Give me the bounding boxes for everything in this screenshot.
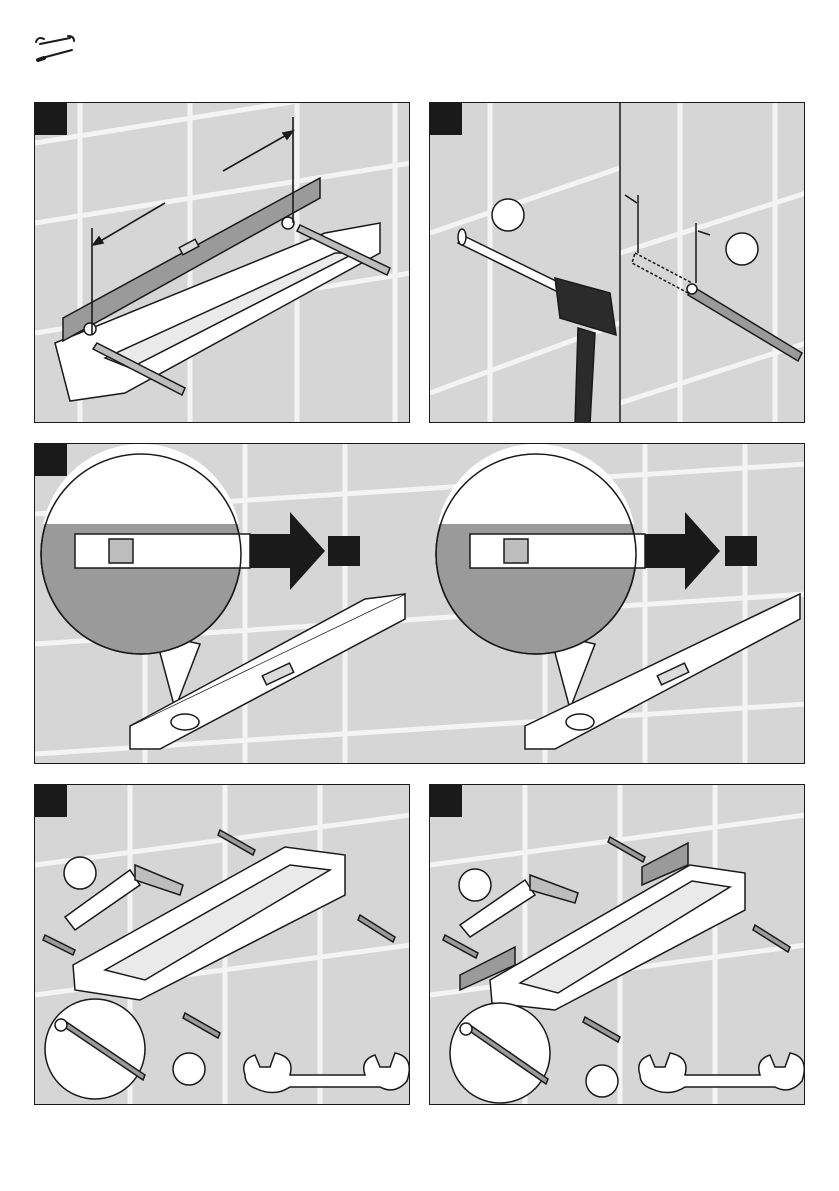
- wrench-screwdriver-icon: [34, 34, 78, 68]
- panel-4-drawing: [35, 785, 410, 1105]
- panel-5: [429, 784, 805, 1105]
- magnifier-callout-icon: [436, 444, 645, 709]
- panel-4: [34, 784, 410, 1105]
- step-badge: [35, 444, 67, 476]
- arrow-right-icon-2: [645, 512, 757, 590]
- magnifier-callout-icon: [450, 1003, 550, 1103]
- step-badge: [430, 103, 462, 135]
- panel-3: [34, 443, 805, 764]
- callout-circle-2: [586, 1065, 618, 1097]
- spanner-icon: [244, 1053, 410, 1093]
- panel-2: [429, 102, 805, 423]
- callout-circle: [64, 857, 96, 889]
- callout-circle: [492, 199, 524, 231]
- callout-circle-2: [173, 1053, 205, 1085]
- panel-1-drawing: [35, 103, 410, 423]
- step-badge: [430, 785, 462, 817]
- hammer-icon: [458, 229, 616, 423]
- shelf-icon: [73, 847, 345, 1000]
- panel-3-drawing: [35, 444, 805, 764]
- panel-2-drawing: [430, 103, 805, 423]
- callout-circle: [459, 869, 491, 901]
- step-badge: [35, 785, 67, 817]
- panel-1: [34, 102, 410, 423]
- callout-circle-2: [726, 233, 758, 265]
- panel-5-drawing: [430, 785, 805, 1105]
- step-badge: [35, 103, 67, 135]
- spanner-icon: [639, 1053, 805, 1093]
- magnifier-callout-icon: [45, 999, 145, 1099]
